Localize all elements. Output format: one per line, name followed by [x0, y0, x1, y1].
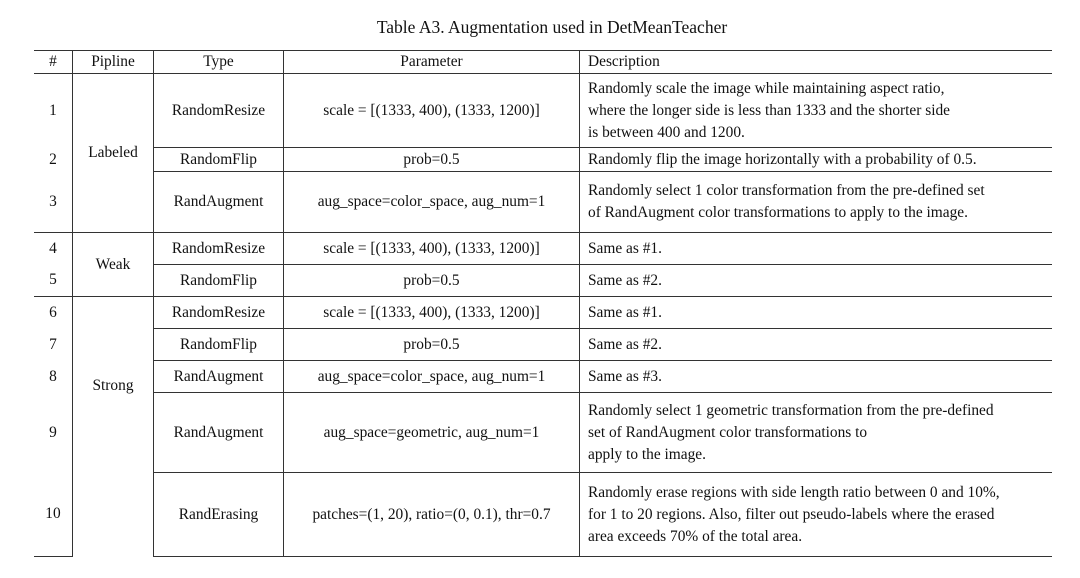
table-row: 3 RandAugment aug_space=color_space, aug…: [34, 171, 1053, 233]
description-line: Randomly erase regions with side length …: [588, 483, 1000, 501]
header-parameter: Parameter: [283, 50, 580, 74]
row-type: RandomResize: [153, 232, 284, 265]
row-description: Same as #2.: [580, 265, 1053, 297]
pipeline-strong: Strong: [72, 296, 154, 557]
description-line: is between 400 and 1200.: [588, 123, 745, 141]
row-number: 9: [34, 392, 73, 473]
row-number: 10: [34, 472, 73, 557]
pipeline-labeled: Labeled: [72, 73, 154, 233]
row-parameter: scale = [(1333, 400), (1333, 1200)]: [283, 232, 580, 265]
row-number: 2: [34, 147, 73, 172]
row-description: Randomly select 1 color transformation f…: [580, 172, 1053, 233]
row-type: RandAugment: [153, 392, 284, 473]
row-description: Randomly flip the image horizontally wit…: [579, 147, 1052, 172]
row-type: RandAugment: [153, 171, 284, 233]
header-description: Description: [579, 50, 1052, 74]
table-row: 7 RandomFlip prob=0.5 Same as #2.: [34, 328, 1052, 361]
row-parameter: aug_space=color_space, aug_num=1: [283, 171, 580, 233]
row-description: Randomly erase regions with side length …: [579, 472, 1052, 557]
table-row: 8 RandAugment aug_space=color_space, aug…: [34, 360, 1052, 393]
description-line: Randomly scale the image while maintaini…: [588, 79, 945, 97]
row-description: Same as #2.: [579, 328, 1052, 361]
table-row: 9 RandAugment aug_space=geometric, aug_n…: [34, 392, 1052, 473]
description-line: Same as #2.: [588, 271, 662, 289]
row-parameter: prob=0.5: [283, 264, 580, 297]
table-row: 5 RandomFlip prob=0.5 Same as #2.: [34, 264, 1053, 297]
row-type: RandomFlip: [153, 328, 284, 361]
row-parameter: aug_space=geometric, aug_num=1: [283, 392, 580, 473]
row-number: 1: [34, 73, 73, 148]
description-line: Randomly flip the image horizontally wit…: [588, 150, 977, 168]
row-number: 6: [34, 296, 73, 329]
description-line: for 1 to 20 regions. Also, filter out ps…: [588, 505, 995, 523]
row-description: Randomly select 1 geometric transformati…: [579, 392, 1052, 473]
row-description: Same as #3.: [579, 360, 1052, 393]
row-type: RandAugment: [153, 360, 284, 393]
row-type: RandomFlip: [153, 147, 284, 172]
description-line: Same as #2.: [588, 335, 662, 353]
description-line: apply to the image.: [588, 445, 706, 463]
table-row: 2 RandomFlip prob=0.5 Randomly flip the …: [34, 147, 1052, 172]
description-line: Same as #3.: [588, 367, 662, 385]
row-parameter: prob=0.5: [283, 328, 580, 361]
row-type: RandErasing: [153, 472, 284, 557]
row-parameter: scale = [(1333, 400), (1333, 1200)]: [283, 73, 580, 148]
row-parameter: scale = [(1333, 400), (1333, 1200)]: [283, 296, 580, 329]
row-number: 8: [34, 360, 73, 393]
row-description: Randomly scale the image while maintaini…: [579, 73, 1052, 148]
row-parameter: aug_space=color_space, aug_num=1: [283, 360, 580, 393]
row-parameter: prob=0.5: [283, 147, 580, 172]
row-number: 3: [34, 171, 73, 233]
row-type: RandomFlip: [153, 264, 284, 297]
table-row: 1 Labeled RandomResize scale = [(1333, 4…: [34, 73, 1052, 233]
augmentation-table: # Pipline Type Parameter Description 1 L…: [34, 50, 1052, 557]
row-number: 5: [34, 264, 73, 297]
header-num: #: [34, 50, 73, 74]
header-row: # Pipline Type Parameter Description: [34, 50, 1052, 74]
description-line: area exceeds 70% of the total area.: [588, 527, 803, 545]
description-line: Randomly select 1 color transformation f…: [588, 182, 985, 199]
table-row: 4 Weak RandomResize scale = [(1333, 400)…: [34, 232, 1052, 297]
row-description: Same as #1.: [579, 296, 1052, 329]
description-line: Randomly select 1 geometric transformati…: [588, 401, 994, 419]
row-number: 4: [34, 232, 73, 265]
header-pipline: Pipline: [72, 50, 154, 74]
description-line: Same as #1.: [588, 303, 662, 321]
table-row: 6 Strong RandomResize scale = [(1333, 40…: [34, 296, 1052, 557]
row-type: RandomResize: [153, 73, 284, 148]
row-description: Same as #1.: [579, 232, 1052, 265]
description-line: of RandAugment color transformations to …: [588, 204, 968, 221]
row-type: RandomResize: [153, 296, 284, 329]
description-line: where the longer side is less than 1333 …: [588, 101, 951, 119]
header-type: Type: [153, 50, 284, 74]
row-number: 7: [34, 328, 73, 361]
row-parameter: patches=(1, 20), ratio=(0, 0.1), thr=0.7: [283, 472, 580, 557]
table-row: 10 RandErasing patches=(1, 20), ratio=(0…: [34, 472, 1052, 557]
table-caption: Table A3. Augmentation used in DetMeanTe…: [376, 17, 728, 37]
pipeline-weak: Weak: [72, 232, 154, 297]
description-line: Same as #1.: [588, 239, 662, 257]
description-line: set of RandAugment color transformations…: [588, 423, 868, 441]
